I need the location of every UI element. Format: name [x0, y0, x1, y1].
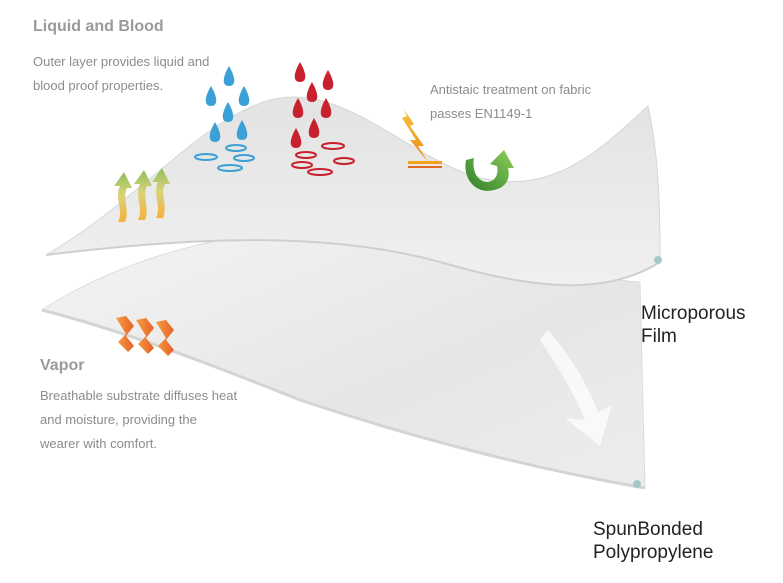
- heat-wave-icon: [116, 316, 134, 352]
- microporous-edge: [45, 239, 661, 287]
- heat-waves: [116, 316, 174, 356]
- curved-arrow-icon: [465, 150, 514, 191]
- antistatic-description: Antistaic treatment on fabric passes EN1…: [430, 82, 592, 121]
- heat-wave-icon: [156, 320, 174, 356]
- vapor-arrows: [114, 168, 170, 222]
- heat-wave-icon: [136, 318, 154, 354]
- vapor-description: Breathable substrate diffuses heat and m…: [40, 388, 238, 451]
- blood-splashes: [291, 142, 355, 176]
- lightning-base-line: [408, 166, 442, 168]
- vapor-title: Vapor: [40, 357, 85, 374]
- spunbonded-polypropylene-label: SpunBonded Polypropylene: [593, 519, 714, 563]
- blood-drop-icon: [294, 62, 306, 82]
- lightning-base: [408, 161, 442, 164]
- water-drop-icon: [222, 102, 234, 122]
- water-drop-icon: [209, 122, 221, 142]
- flow-arrow: [540, 330, 612, 446]
- lightning-icon: [402, 108, 428, 162]
- spunbonded-marker-dot: [633, 480, 641, 488]
- water-drop-icon: [205, 86, 217, 106]
- water-drop-icon: [223, 66, 235, 86]
- microporous-marker-dot: [654, 256, 662, 264]
- spunbonded-edge: [41, 308, 646, 490]
- water-drop-icon: [238, 86, 250, 106]
- blood-drop-icon: [290, 128, 302, 148]
- vapor-arrow-icon: [114, 172, 132, 222]
- blood-drop-icon: [322, 70, 334, 90]
- liquid-blood-description: Outer layer provides liquid and blood pr…: [33, 54, 210, 93]
- microporous-film-label: Microporous Film: [641, 303, 746, 347]
- vapor-arrow-icon: [152, 168, 170, 218]
- blood-drop-icon: [306, 82, 318, 102]
- blood-drop-icon: [308, 118, 320, 138]
- water-drops: [205, 66, 250, 142]
- blood-drop-icon: [320, 98, 332, 118]
- blood-drops: [290, 62, 334, 148]
- vapor-arrow-icon: [134, 170, 152, 220]
- water-drop-icon: [236, 120, 248, 140]
- liquid-blood-title: Liquid and Blood: [33, 18, 164, 35]
- water-splashes: [194, 144, 255, 172]
- blood-drop-icon: [292, 98, 304, 118]
